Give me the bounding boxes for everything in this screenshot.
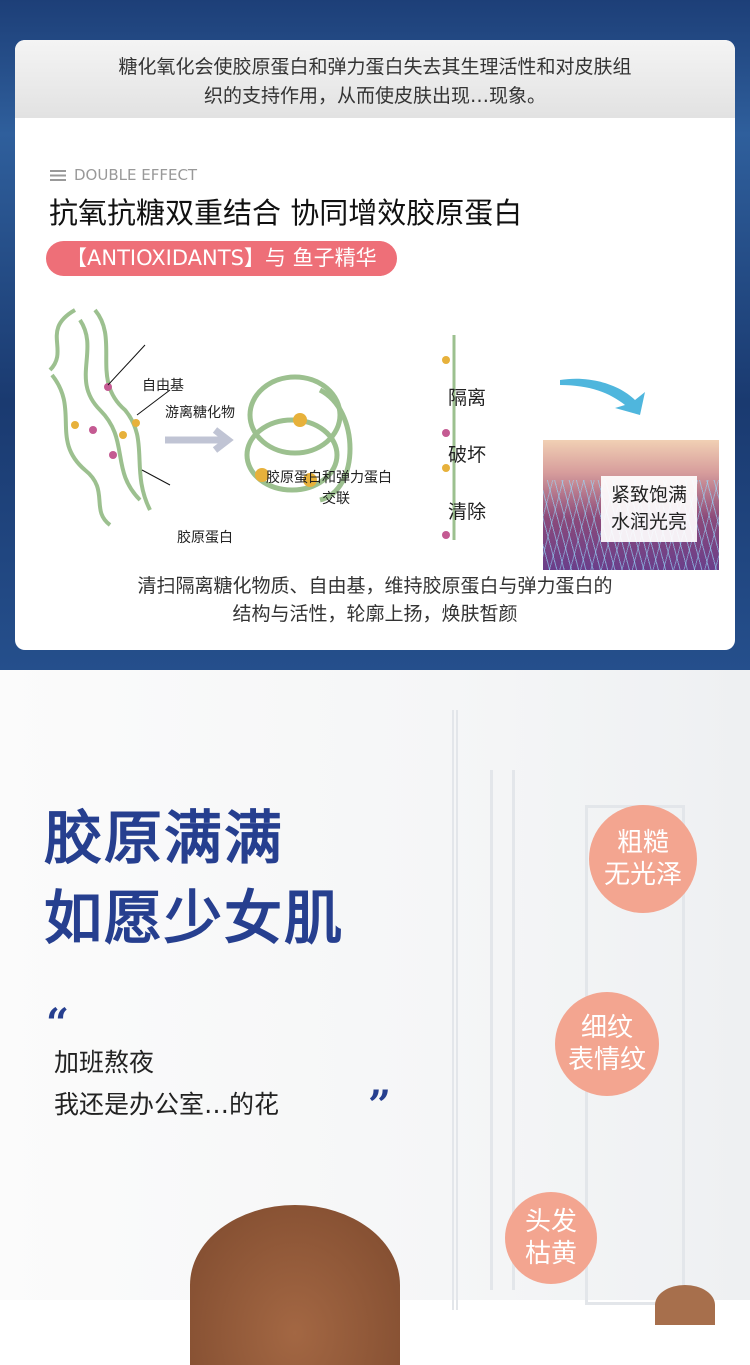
section-headline: 抗氧抗糖双重结合 协同增效胶原蛋白 <box>49 196 523 230</box>
bubble-line: 表情纹 <box>567 1045 646 1075</box>
quote-line: 我还是办公室…的花 <box>54 1090 280 1119</box>
bubble-line: 头发 <box>524 1207 577 1237</box>
action-isolate: 隔离 <box>448 387 487 409</box>
skin-label-line: 紧致饱满 <box>610 484 687 506</box>
label-collagen: 胶原蛋白 <box>177 530 233 546</box>
ingredient-pill: 【ANTIOXIDANTS】与 鱼子精华 <box>46 241 397 276</box>
bubble-line: 细纹 <box>580 1013 633 1043</box>
hero-title-line: 如愿少女肌 <box>44 884 345 952</box>
model-photo-2 <box>655 1285 715 1325</box>
crosslinked-collagen <box>244 374 353 503</box>
caption-line: 结构与活性，轮廓上扬，焕肤皙颜 <box>232 603 518 625</box>
concern-bubble: 粗糙无光泽 <box>589 805 697 913</box>
hero-section: 胶原满满 如愿少女肌 “ 加班熬夜 我还是办公室…的花 ” 粗糙无光泽 细纹表情… <box>0 670 750 1365</box>
hero-quote: 加班熬夜 我还是办公室…的花 <box>54 1042 279 1126</box>
bubble-line: 粗糙 <box>616 828 669 858</box>
intro-line: 糖化氧化会使胶原蛋白和弹力蛋白失去其生理活性和对皮肤组 <box>118 56 632 78</box>
hero-title-line: 胶原满满 <box>44 804 285 872</box>
action-destroy: 破坏 <box>448 444 487 466</box>
pointer-line <box>141 469 171 486</box>
menu-lines-icon <box>50 169 66 181</box>
open-quote-icon: “ <box>46 1000 70 1047</box>
window-frame <box>452 710 458 1310</box>
eyebrow-text: DOUBLE EFFECT <box>74 166 198 184</box>
bubble-line: 枯黄 <box>524 1239 577 1269</box>
mechanism-diagram: 自由基 游离糖化物 胶原蛋白 胶原蛋白和弹力蛋白 交联 隔离 破坏 清除 紧致饱… <box>30 290 720 570</box>
bubble-line: 无光泽 <box>603 860 682 890</box>
particles <box>71 383 140 459</box>
concern-bubble: 细纹表情纹 <box>555 992 659 1096</box>
collagen-strands <box>48 308 152 527</box>
double-effect-card: 糖化氧化会使胶原蛋白和弹力蛋白失去其生理活性和对皮肤组 织的支持作用，从而使皮肤… <box>15 40 735 650</box>
eyebrow: DOUBLE EFFECT <box>50 166 197 184</box>
label-free-radical: 自由基 <box>142 378 184 394</box>
skin-label-line: 水润光亮 <box>610 511 687 533</box>
down-arrow-icon <box>560 378 645 415</box>
intro-line: 织的支持作用，从而使皮肤出现…现象。 <box>203 85 546 107</box>
window-frame <box>490 770 515 1290</box>
label-crosslink: 胶原蛋白和弹力蛋白 <box>266 470 392 486</box>
label-crosslink-2: 交联 <box>322 491 350 507</box>
pointer-line <box>107 344 146 386</box>
arrow-right-icon <box>165 427 234 453</box>
label-free-glycation: 游离糖化物 <box>165 405 235 421</box>
concern-bubble: 头发枯黄 <box>505 1192 597 1284</box>
quote-line: 加班熬夜 <box>54 1048 155 1077</box>
close-quote-icon: ” <box>368 1082 392 1129</box>
caption-line: 清扫隔离糖化物质、自由基，维持胶原蛋白与弹力蛋白的 <box>137 575 613 597</box>
hero-title: 胶原满满 如愿少女肌 <box>44 798 344 958</box>
action-clear: 清除 <box>448 501 487 523</box>
pointer-line <box>136 389 171 416</box>
skin-illustration: 紧致饱满 水润光亮 <box>543 440 719 570</box>
intro-band: 糖化氧化会使胶原蛋白和弹力蛋白失去其生理活性和对皮肤组 织的支持作用，从而使皮肤… <box>15 40 735 118</box>
model-photo <box>190 1205 400 1365</box>
ocean-background: 糖化氧化会使胶原蛋白和弹力蛋白失去其生理活性和对皮肤组 织的支持作用，从而使皮肤… <box>0 0 750 670</box>
skin-label: 紧致饱满 水润光亮 <box>601 476 697 542</box>
diagram-graphics <box>48 308 645 565</box>
caption: 清扫隔离糖化物质、自由基，维持胶原蛋白与弹力蛋白的 结构与活性，轮廓上扬，焕肤皙… <box>15 572 735 628</box>
